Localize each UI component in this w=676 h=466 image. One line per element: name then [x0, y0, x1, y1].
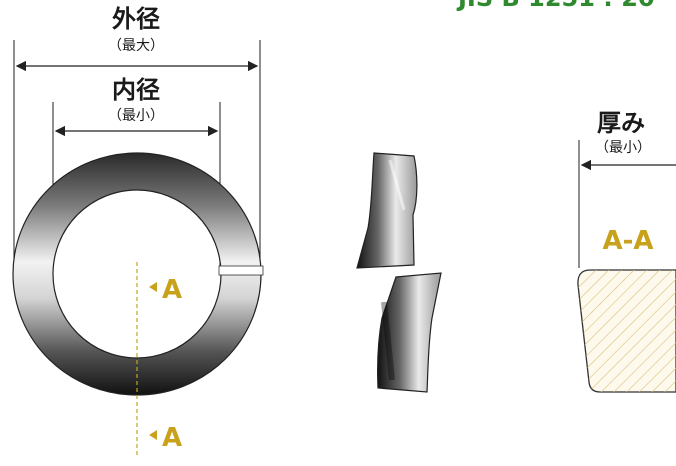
section-arrow-bottom — [149, 430, 157, 440]
section-marker-bottom: A — [162, 423, 182, 453]
cross-section-hatch — [577, 270, 676, 392]
washer-side-view — [356, 152, 442, 393]
thickness-note: （最小） — [595, 140, 651, 156]
inner-diameter-label: 内径 — [112, 76, 160, 104]
outer-diameter-label: 外径 — [112, 5, 160, 33]
inner-diameter-note: （最小） — [108, 108, 164, 124]
split-gap — [218, 265, 264, 276]
outer-diameter-note: （最大） — [108, 38, 164, 54]
standard-label: JIS B 1251 : 20 — [456, 0, 655, 12]
thickness-label: 厚み — [597, 109, 645, 137]
section-arrow-top — [149, 282, 157, 292]
section-marker-top: A — [162, 275, 182, 305]
washer-front-view — [12, 152, 264, 396]
section-view-label: A-A — [602, 226, 653, 256]
